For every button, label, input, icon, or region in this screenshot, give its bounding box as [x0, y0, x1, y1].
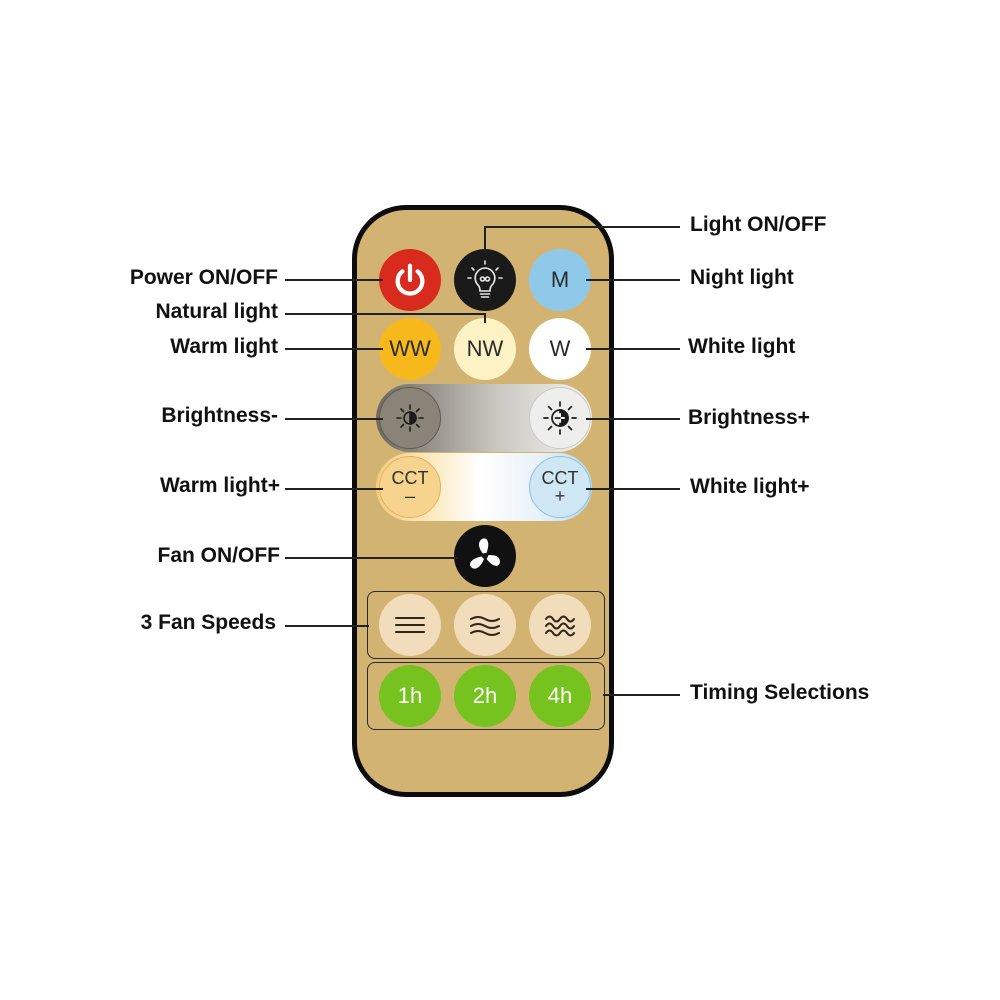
connector-brightness-minus	[285, 418, 383, 420]
connector-power	[285, 279, 383, 281]
white-light-button[interactable]: W	[529, 318, 591, 380]
connector-light	[484, 226, 680, 228]
cct-plus-button[interactable]: CCT +	[529, 456, 591, 518]
cct-minus-line1: CCT	[391, 468, 429, 488]
timer-1h-button[interactable]: 1h	[379, 665, 441, 727]
timer-2h-button[interactable]: 2h	[454, 665, 516, 727]
white-light-label: W	[549, 336, 571, 361]
connector-fan	[285, 557, 458, 559]
connector-warm-plus	[285, 488, 383, 490]
label-brightness-plus: Brightness+	[688, 406, 810, 429]
warm-light-button[interactable]: WW	[379, 318, 441, 380]
connector-fan-speeds	[285, 625, 369, 627]
warm-light-label: WW	[389, 336, 431, 361]
power-button[interactable]	[379, 249, 441, 311]
label-warm: Warm light	[170, 335, 278, 358]
connector-timing	[603, 694, 680, 696]
label-white: White light	[688, 335, 796, 358]
label-night: Night light	[690, 266, 794, 289]
connector-natural-drop	[484, 313, 486, 323]
speed-low-icon	[395, 617, 425, 633]
connector-natural	[285, 313, 485, 315]
label-fan-speeds: 3 Fan Speeds	[140, 611, 276, 634]
cct-minus-text: CCT –	[392, 469, 429, 505]
cct-plus-line1: CCT	[541, 468, 579, 488]
label-light: Light ON/OFF	[690, 213, 827, 236]
fan-button[interactable]	[454, 525, 516, 587]
fan-icon	[469, 538, 500, 569]
night-light-label: M	[550, 267, 570, 292]
night-light-button[interactable]: M	[529, 249, 591, 311]
speed-medium-icon	[470, 616, 500, 636]
label-brightness-minus: Brightness-	[161, 404, 278, 427]
cct-plus-line2: +	[554, 486, 566, 506]
brightness-down-icon	[396, 404, 424, 432]
speed-high-icon	[545, 615, 575, 637]
brightness-down-button[interactable]	[379, 387, 441, 449]
light-button[interactable]	[454, 249, 516, 311]
cct-minus-line2: –	[404, 486, 415, 506]
label-timing: Timing Selections	[690, 681, 870, 704]
label-fan: Fan ON/OFF	[157, 544, 281, 567]
fan-speed-medium-button[interactable]	[454, 594, 516, 656]
timer-4h-label: 4h	[547, 683, 573, 708]
timer-1h-label: 1h	[397, 683, 423, 708]
timer-2h-label: 2h	[472, 683, 498, 708]
fan-speed-high-button[interactable]	[529, 594, 591, 656]
cct-minus-button[interactable]: CCT –	[379, 456, 441, 518]
bulb-icon	[467, 260, 503, 298]
label-power: Power ON/OFF	[129, 266, 278, 289]
connector-white	[586, 348, 680, 350]
cct-plus-text: CCT +	[542, 469, 579, 505]
fan-speed-low-button[interactable]	[379, 594, 441, 656]
label-warm-plus: Warm light+	[160, 474, 280, 497]
timer-group	[367, 662, 605, 730]
label-white-plus: White light+	[690, 475, 810, 498]
natural-light-button[interactable]: NW	[454, 318, 516, 380]
label-natural: Natural light	[155, 300, 278, 323]
brightness-up-icon	[543, 401, 577, 435]
connector-brightness-plus	[586, 418, 680, 420]
timer-4h-button[interactable]: 4h	[529, 665, 591, 727]
brightness-up-button[interactable]	[529, 387, 591, 449]
connector-night	[586, 279, 680, 281]
natural-light-label: NW	[466, 336, 504, 361]
connector-white-plus	[586, 488, 680, 490]
connector-light-rise	[484, 226, 486, 253]
connector-warm	[285, 348, 383, 350]
power-icon	[395, 263, 425, 296]
